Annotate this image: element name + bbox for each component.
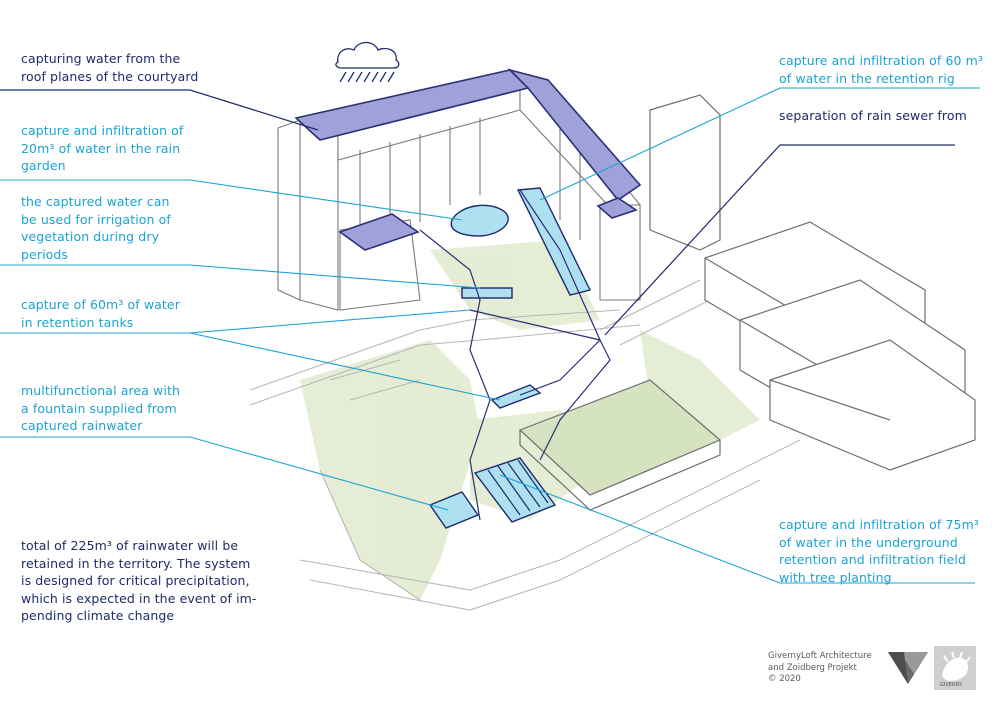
annotation-line: capturing water from the xyxy=(21,51,181,66)
annotation-line: total of 225m³ of rainwater will be xyxy=(21,538,239,553)
courtyard-roof-planes xyxy=(294,68,642,251)
annotation-line: in retention tanks xyxy=(21,314,134,330)
annotation-sewer-separation: separation of rain sewer from xyxy=(779,107,967,125)
annotation-line: capture and infiltration of 60 m³ xyxy=(779,53,984,68)
annotation-line: a fountain supplied from xyxy=(21,400,177,416)
rain-cloud-icon xyxy=(335,41,400,83)
credits: GivernyLoft Architecture and Zoidberg Pr… xyxy=(768,651,872,686)
annotation-line: retained in the territory. The system xyxy=(21,555,251,571)
annotation-line: pending climate change xyxy=(21,608,175,623)
annotation-line: vegetation during dry xyxy=(21,229,160,244)
annotation-line: 20m³ of water in the rain xyxy=(21,140,181,156)
annotation-total: total of 225m³ of rainwater will be reta… xyxy=(21,537,257,625)
annotation-line: captured rainwater xyxy=(21,418,143,433)
annotation-line: retention and infiltration field xyxy=(779,552,967,567)
annotation-line: which is expected in the event of im- xyxy=(21,590,257,606)
credit-line: and Zoidberg Projekt xyxy=(768,662,857,673)
retention-tank-lower xyxy=(490,384,542,409)
annotation-line: capture and infiltration of 75m³ xyxy=(779,517,979,532)
annotation-roof-capture: capturing water from the roof planes of … xyxy=(21,50,198,85)
annotation-line: garden xyxy=(21,158,66,173)
annotation-line: of water in the underground xyxy=(779,534,958,550)
annotation-retention-tanks: capture of 60m³ of water in retention ta… xyxy=(21,296,180,331)
giverny-lion-logo-icon xyxy=(934,646,976,690)
context-sketch-lines xyxy=(249,279,801,611)
annotation-line: capture and infiltration of xyxy=(21,123,184,138)
annotation-rain-garden: capture and infiltration of 20m³ of wate… xyxy=(21,122,183,175)
courtyard-building-block xyxy=(277,79,641,311)
logo-caption: GIVERNY xyxy=(940,682,963,688)
annotation-line: capture of 60m³ of water xyxy=(21,297,180,312)
fountain-basin xyxy=(428,491,480,529)
annotation-irrigation: the captured water can be used for irrig… xyxy=(21,193,171,263)
annotation-line: is designed for critical precipitation, xyxy=(21,573,250,588)
triangle-logo-icon xyxy=(888,652,928,684)
tree-planting-stripes xyxy=(487,459,549,516)
annotation-line: be used for irrigation of xyxy=(21,211,171,227)
credit-line: © 2020 xyxy=(768,674,801,684)
annotation-fountain: multifunctional area with a fountain sup… xyxy=(21,382,180,435)
rain-garden-pond xyxy=(450,204,509,237)
credit-line: GivernyLoft Architecture xyxy=(768,651,872,661)
navy-leader-lines xyxy=(0,89,955,336)
retention-tank-upper xyxy=(461,287,513,299)
annotation-line: of water in the retention rig xyxy=(779,70,955,86)
annotation-line: periods xyxy=(21,246,69,262)
rain-sewer-network xyxy=(419,189,611,521)
cyan-leader-lines xyxy=(0,87,980,584)
annotation-line: multifunctional area with xyxy=(21,383,180,398)
annotation-retention-rig: capture and infiltration of 60 m³ of wat… xyxy=(779,52,983,87)
annotation-line: roof planes of the courtyard xyxy=(21,68,199,84)
annotation-line: with tree planting xyxy=(779,569,892,585)
neighbouring-buildings xyxy=(649,94,976,471)
annotation-underground-field: capture and infiltration of 75m³ of wate… xyxy=(779,516,979,586)
annotation-line: the captured water can xyxy=(21,194,170,209)
annotation-line: separation of rain sewer from xyxy=(779,108,967,123)
